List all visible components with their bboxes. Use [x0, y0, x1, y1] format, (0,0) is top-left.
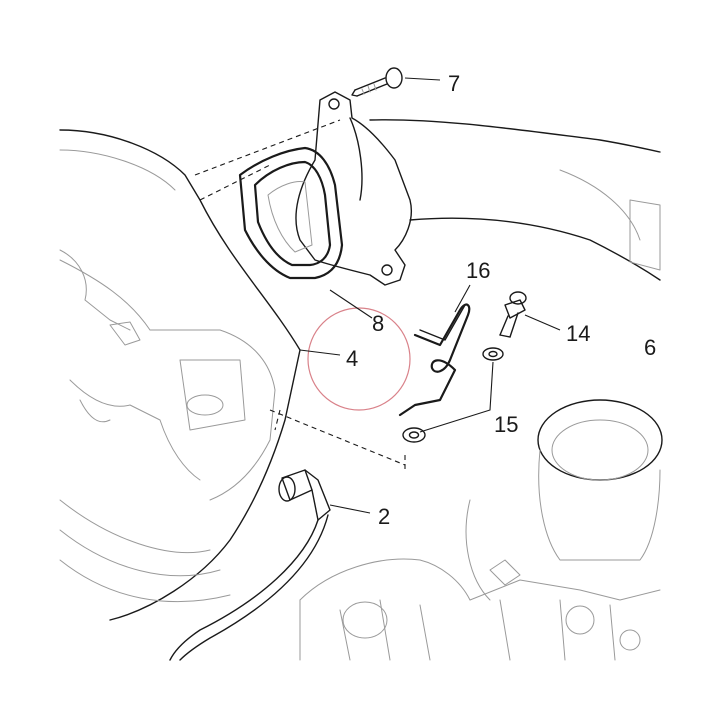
- leader-lines: [299, 77, 561, 514]
- washer-lower: [402, 427, 426, 443]
- intake-port-rim: [537, 399, 663, 481]
- dash-line-top: [194, 119, 341, 176]
- side-rail-detail: [79, 399, 111, 423]
- highlight-circle: [307, 307, 411, 411]
- leader-7: [404, 77, 441, 81]
- bolt-7-head: [385, 67, 403, 89]
- part-2-hose: [169, 469, 331, 661]
- engine-nut: [619, 629, 641, 651]
- wire-clip-path: [398, 303, 471, 417]
- bracket-tab: [109, 321, 141, 346]
- lower-housing: [149, 329, 276, 501]
- side-rail: [69, 379, 201, 481]
- hose-connector-end: [278, 476, 296, 502]
- label-part-15: 15: [494, 412, 518, 437]
- bracket-outline: [59, 249, 131, 331]
- label-part-16: 16: [466, 258, 490, 283]
- leader-4: [299, 349, 341, 356]
- engine-ridge: [469, 579, 661, 601]
- bolt-7-shank-edge: [356, 83, 388, 97]
- label-part-2: 2: [378, 504, 390, 529]
- housing-panel: [179, 359, 246, 431]
- label-part-8: 8: [372, 311, 384, 336]
- part-15-washers: [402, 347, 504, 443]
- screw-14-head-top: [509, 291, 527, 305]
- flange-hole-top: [328, 98, 340, 110]
- tank-contour-3: [59, 499, 211, 554]
- hose-line-inner: [179, 514, 329, 661]
- intake-port-inner: [551, 419, 649, 481]
- intake-port-body: [538, 449, 661, 561]
- label-part-6: 6: [644, 335, 656, 360]
- duct-window: [629, 199, 661, 271]
- label-part-14: 14: [566, 321, 590, 346]
- screw-14-shank-left: [499, 315, 509, 336]
- flange-body: [295, 91, 412, 286]
- background-outlines: [59, 119, 663, 661]
- flange-hole-bottom: [381, 264, 393, 276]
- label-part-7: 7: [448, 71, 460, 96]
- part-7-bolt: [351, 67, 403, 97]
- tank-contour-2: [59, 259, 151, 331]
- flange-ridge: [349, 117, 363, 201]
- engine-plug: [565, 605, 595, 635]
- washer-upper-hole: [488, 350, 498, 358]
- part-14-screw: [499, 291, 527, 338]
- duct-top-edge: [369, 119, 661, 153]
- washer-lower-hole: [408, 431, 420, 439]
- part-labels: 7 8 4 16 14 6 15 2: [346, 71, 656, 529]
- part-8-flange: [238, 91, 412, 286]
- gasket-opening: [267, 181, 313, 253]
- bolt-7-tip: [351, 89, 358, 97]
- wire-clip-edge: [419, 304, 466, 341]
- screw-14-tip: [499, 334, 511, 338]
- engine-fins: [339, 599, 431, 661]
- engine-bolt-head: [489, 559, 521, 586]
- leader-16: [454, 284, 471, 313]
- gasket-outer: [238, 146, 344, 280]
- leader-8: [329, 289, 373, 319]
- dash-line-tick: [274, 409, 281, 431]
- dash-line-gasket: [199, 164, 271, 201]
- engine-contour-1: [465, 499, 491, 601]
- hose-connector-body: [281, 469, 313, 501]
- bolt-7-thread: [361, 83, 377, 95]
- tank-contour-5: [59, 559, 231, 603]
- engine-ribs: [499, 599, 616, 661]
- bolt-7-shank: [354, 77, 386, 91]
- gasket-inner: [253, 160, 332, 267]
- duct-contour: [559, 169, 641, 241]
- screw-14-head: [504, 299, 526, 319]
- screw-14-shank-right: [509, 312, 519, 338]
- washer-upper: [482, 347, 504, 361]
- part-16-clip: [398, 303, 471, 417]
- leader-15: [419, 361, 494, 433]
- tank-outline: [59, 129, 301, 621]
- leader-14: [524, 314, 561, 331]
- engine-cover-top: [299, 558, 471, 601]
- dash-line-lower: [269, 409, 406, 466]
- assembly-dashed-lines: [194, 119, 406, 470]
- hose-line-outer: [169, 519, 319, 661]
- label-part-4: 4: [346, 346, 358, 371]
- hose-elbow: [304, 469, 331, 521]
- tank-contour-1: [59, 149, 176, 191]
- housing-boss: [186, 394, 224, 416]
- tank-contour-4: [59, 529, 221, 577]
- duct-bottom-edge: [409, 217, 661, 281]
- leader-2: [329, 504, 371, 514]
- engine-boss: [342, 601, 388, 639]
